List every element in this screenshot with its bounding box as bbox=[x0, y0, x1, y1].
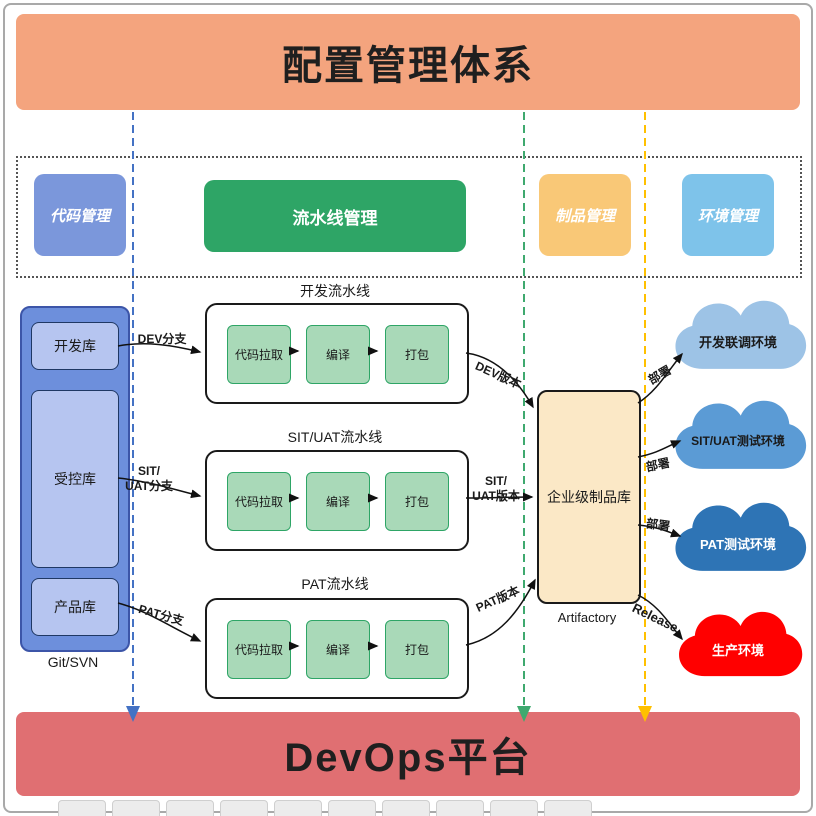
cutoff-thumbnail bbox=[490, 800, 538, 816]
pipeline-step: 编译 bbox=[306, 472, 370, 531]
label-sit-version: SIT/ UAT版本 bbox=[472, 474, 520, 503]
pipeline-step: 代码拉取 bbox=[227, 325, 291, 384]
cutoff-thumbnail bbox=[58, 800, 106, 816]
pipeline-step: 打包 bbox=[385, 472, 449, 531]
cutoff-thumbnail bbox=[274, 800, 322, 816]
pipeline-step: 打包 bbox=[385, 325, 449, 384]
env-label: 生产环境 bbox=[711, 643, 764, 658]
label-sit-branch: SIT/ UAT分支 bbox=[125, 464, 173, 493]
cutoff-thumbnail bbox=[220, 800, 268, 816]
page-title: 配置管理体系 bbox=[282, 44, 534, 88]
badge-environment-management: 环境管理 bbox=[682, 174, 774, 256]
label-dev-branch: DEV分支 bbox=[137, 332, 187, 346]
badge-code-management: 代码管理 bbox=[34, 174, 126, 256]
pipeline-pat: 代码拉取 编译 打包 bbox=[205, 598, 469, 699]
cloud-sit-uat-env: SIT/UAT测试环境 bbox=[668, 392, 808, 486]
title-banner: 配置管理体系 bbox=[16, 14, 800, 110]
repo-controlled: 受控库 bbox=[31, 390, 119, 568]
repo-dev: 开发库 bbox=[31, 322, 119, 370]
pipeline-step: 代码拉取 bbox=[227, 620, 291, 679]
cutoff-thumbnail bbox=[382, 800, 430, 816]
git-svn-caption: Git/SVN bbox=[47, 654, 99, 670]
cloud-shape bbox=[675, 502, 807, 571]
cloud-shape bbox=[675, 400, 807, 469]
cloud-shape bbox=[679, 611, 803, 677]
artifactory-caption: Artifactory bbox=[557, 610, 617, 625]
cutoff-thumbnail bbox=[166, 800, 214, 816]
pipeline-title-dev: 开发流水线 bbox=[300, 283, 370, 299]
env-label: SIT/UAT测试环境 bbox=[691, 434, 785, 448]
cloud-dev-env: 开发联调环境 bbox=[668, 292, 808, 386]
pipeline-step: 编译 bbox=[306, 620, 370, 679]
devops-banner: DevOps平台 bbox=[16, 712, 800, 796]
source-control-container: 开发库 受控库 产品库 bbox=[20, 306, 130, 652]
badge-artifact-management: 制品管理 bbox=[539, 174, 631, 256]
cloud-pat-env: PAT测试环境 bbox=[668, 494, 808, 588]
cutoff-thumbnail bbox=[436, 800, 484, 816]
pipeline-sit-uat: 代码拉取 编译 打包 bbox=[205, 450, 469, 551]
pipeline-dev: 代码拉取 编译 打包 bbox=[205, 303, 469, 404]
cutoff-thumbnail bbox=[112, 800, 160, 816]
pipeline-step: 打包 bbox=[385, 620, 449, 679]
pipeline-step: 代码拉取 bbox=[227, 472, 291, 531]
artifact-repo-box: 企业级制品库 bbox=[537, 390, 641, 604]
badge-pipeline-management: 流水线管理 bbox=[204, 180, 466, 252]
env-label: PAT测试环境 bbox=[699, 537, 777, 552]
cutoff-thumbnail bbox=[328, 800, 376, 816]
devops-title: DevOps平台 bbox=[284, 736, 532, 780]
legend-container bbox=[16, 156, 802, 278]
cloud-prod-env: 生产环境 bbox=[672, 604, 804, 692]
pipeline-step: 编译 bbox=[306, 325, 370, 384]
cutoff-thumbnail bbox=[544, 800, 592, 816]
pipeline-title-sit-uat: SIT/UAT流水线 bbox=[287, 429, 383, 445]
cloud-shape bbox=[675, 300, 807, 369]
repo-product: 产品库 bbox=[31, 578, 119, 636]
pipeline-title-pat: PAT流水线 bbox=[301, 576, 369, 592]
env-label: 开发联调环境 bbox=[698, 335, 777, 350]
